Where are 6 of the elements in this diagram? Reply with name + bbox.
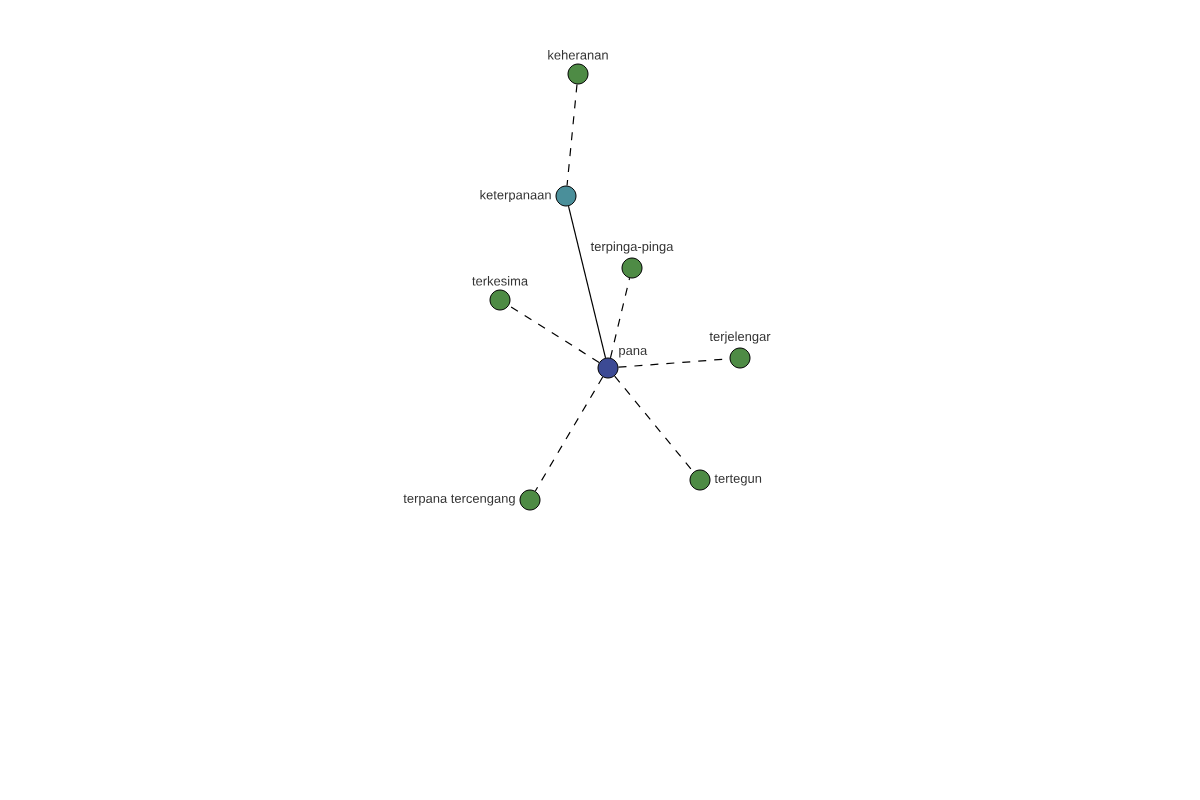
connector-line — [534, 376, 604, 492]
connector-line — [609, 277, 631, 359]
connector-line — [567, 205, 607, 359]
connector-line — [508, 305, 600, 363]
connector-line — [566, 83, 578, 187]
connector-line — [614, 375, 694, 473]
